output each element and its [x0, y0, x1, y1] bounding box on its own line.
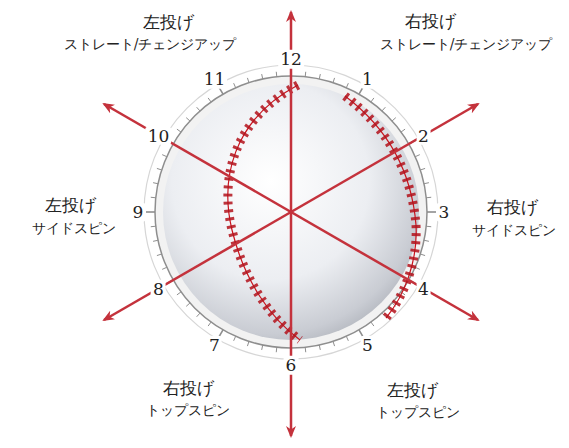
dial-tick — [424, 240, 429, 241]
dial-tick — [276, 72, 278, 77]
dial-tick — [333, 78, 335, 83]
clock-number: 2 — [416, 126, 431, 145]
dial-tick — [426, 197, 431, 199]
dial-tick — [177, 292, 181, 295]
dial-tick — [346, 83, 348, 88]
dial-tick — [427, 211, 436, 213]
dial-tick — [319, 74, 320, 79]
spin-axes — [104, 12, 478, 436]
clock-number: 9 — [131, 203, 146, 222]
pitcher-hand-label: 右投げ — [405, 12, 456, 31]
clock-number: 8 — [151, 279, 166, 298]
dial-tick — [151, 197, 156, 199]
dial-tick — [346, 336, 348, 341]
dial-tick — [208, 98, 211, 102]
seam-stitches — [345, 96, 416, 318]
dial-tick — [177, 129, 181, 132]
dial-tick — [197, 107, 200, 111]
dial-tick — [157, 168, 162, 170]
clock-number: 7 — [207, 335, 222, 354]
dial-tick — [151, 226, 156, 228]
clock-number: 4 — [416, 279, 431, 298]
axis-arrow — [104, 104, 478, 320]
pitcher-hand-label: 左投げ — [387, 381, 438, 400]
dial-tick — [371, 322, 374, 326]
dial-tick — [420, 168, 425, 170]
ball-seams — [228, 85, 416, 340]
dial-tick — [162, 267, 167, 269]
dial-tick — [234, 83, 236, 88]
dial-tick — [208, 322, 211, 326]
dial-tick — [333, 341, 335, 346]
clock-number: 10 — [146, 126, 172, 145]
dial-tick — [382, 107, 385, 111]
pitcher-hand-label: 右投げ — [163, 379, 214, 398]
clock-number: 1 — [360, 70, 375, 89]
dial-tick — [305, 347, 307, 352]
dial-tick — [426, 226, 431, 228]
pitch-type-label: サイドスピン — [472, 223, 556, 238]
dial-tick — [146, 211, 155, 213]
clock-number: 6 — [284, 356, 299, 375]
pitch-type-label: ストレート/チェンジアップ — [380, 37, 553, 52]
clock-number: 11 — [202, 70, 228, 89]
seam-line — [345, 96, 416, 318]
clock-number: 12 — [278, 50, 304, 69]
clock-number: 3 — [437, 203, 452, 222]
dial-tick — [186, 303, 190, 306]
dial-tick — [262, 345, 263, 350]
dial-tick — [247, 341, 249, 346]
dial-tick — [234, 336, 236, 341]
dial-tick — [276, 347, 278, 352]
pitcher-hand-label: 右投げ — [487, 198, 538, 217]
pitcher-hand-label: 左投げ — [143, 13, 194, 32]
dial-tick — [197, 313, 200, 317]
pitcher-hand-label: 左投げ — [45, 196, 96, 215]
axis-arrow — [104, 104, 478, 320]
dial-tick — [424, 183, 429, 184]
dial-tick — [247, 78, 249, 83]
dial-tick — [262, 74, 263, 79]
dial-tick — [153, 240, 158, 241]
pitch-type-label: ストレート/チェンジアップ — [64, 37, 237, 52]
dial-tick — [371, 98, 374, 102]
dial-tick — [415, 155, 420, 157]
pitch-type-label: サイドスピン — [32, 221, 116, 236]
dial-tick — [153, 183, 158, 184]
dial-tick — [401, 129, 405, 132]
pitch-type-label: トップスピン — [376, 405, 460, 420]
dial-tick — [305, 72, 307, 77]
dial-tick — [319, 345, 320, 350]
pitch-type-label: トップスピン — [146, 403, 230, 418]
dial-tick — [186, 118, 190, 121]
dial-tick — [392, 118, 396, 121]
dial-tick — [157, 254, 162, 256]
dial-tick — [162, 155, 167, 157]
dial-tick — [420, 254, 425, 256]
clock-number: 5 — [360, 335, 375, 354]
